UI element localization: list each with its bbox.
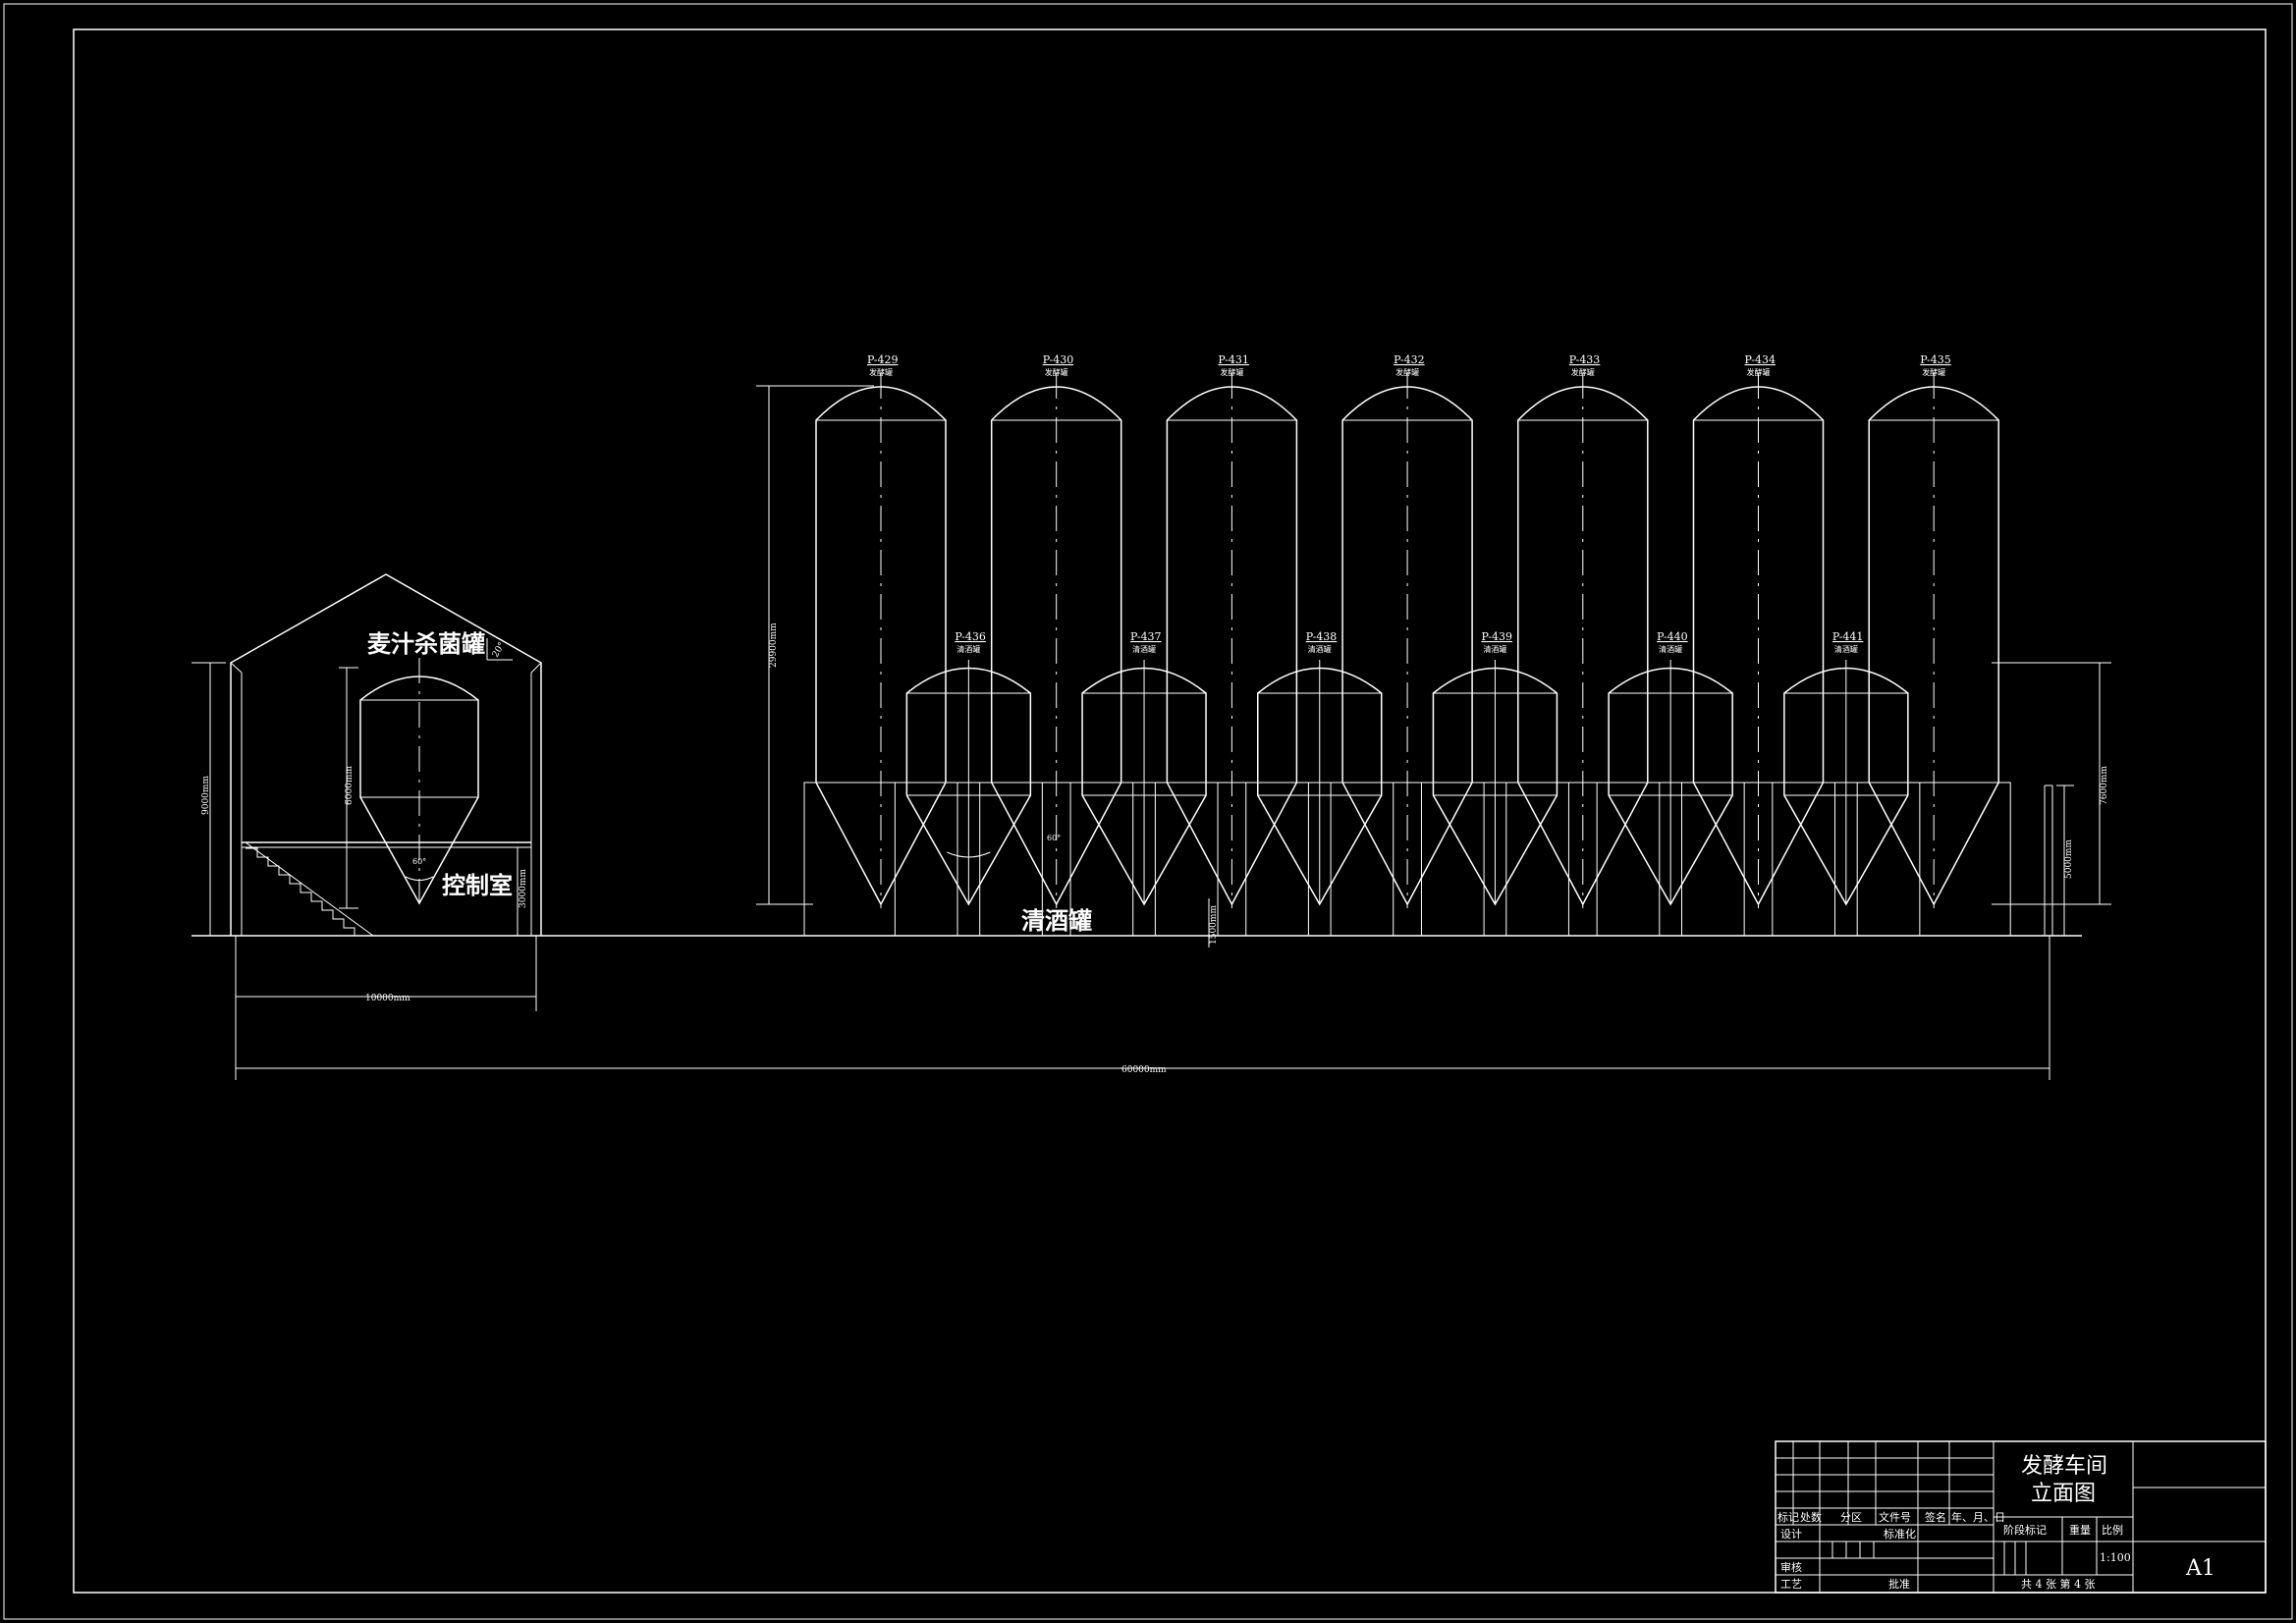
fermenter-code: P-435 [1920, 353, 1951, 366]
clear-tank-code: P-438 [1306, 630, 1338, 643]
tb-ratio-label: 比例 [2102, 1523, 2123, 1537]
fermenter-code: P-434 [1745, 353, 1777, 366]
clear-wine-tank-label: 清酒罐 [1021, 906, 1092, 935]
clear-tank-stand [1596, 782, 1745, 936]
fermenter-code: P-433 [1569, 353, 1601, 366]
clear-tank [1081, 667, 1207, 906]
fermenter-stand [1505, 782, 1661, 936]
clear-tank-code: P-439 [1481, 630, 1512, 643]
tb-hdr-count: 处数 [1800, 1511, 1822, 1524]
fermenter-stand [803, 782, 958, 936]
dim-roof-slope: 20° [491, 641, 508, 660]
clear-tank [1608, 667, 1733, 906]
fermenter-code: P-430 [1043, 353, 1074, 366]
sterilizer-tank-label: 麦汁杀菌罐 [367, 629, 485, 658]
angle-label-sterilizer: 60° [412, 857, 426, 866]
clear-tank-stand [1245, 782, 1394, 936]
tb-hdr-sign: 签名 [1925, 1510, 1946, 1524]
tb-hdr-zone: 分区 [1840, 1511, 1862, 1524]
clear-tank-code: P-440 [1657, 630, 1688, 643]
dim-bottom-gap: 1500mm [1209, 905, 1219, 945]
clear-tank [1432, 667, 1558, 906]
fermenter-tank [990, 386, 1122, 906]
fermenter-type: 发酵罐 [1571, 367, 1595, 377]
title-block [1775, 1440, 2267, 1594]
clear-tank-stand [894, 782, 1043, 936]
clear-tank-type: 清酒罐 [1483, 644, 1506, 654]
fermenter-type: 发酵罐 [1045, 367, 1068, 377]
fermenter-stand [1856, 782, 2011, 936]
fermenter-tank [1692, 386, 1825, 906]
clear-tank-type: 清酒罐 [1308, 644, 1332, 654]
dim-building-width: 10000mm [365, 994, 410, 1003]
fermenter-height-dimension [756, 385, 1210, 947]
dim-stand-height: 5000mm [2064, 839, 2074, 879]
tb-hdr-mark: 标记 [1777, 1510, 1799, 1524]
clear-tank [1257, 667, 1383, 906]
tb-standard: 标准化 [1884, 1527, 1916, 1541]
fermenter-type: 发酵罐 [1395, 367, 1419, 377]
fermenter-stand [979, 782, 1134, 936]
tb-design: 设计 [1780, 1528, 1802, 1541]
tb-sheets: 共 4 张 第 4 张 [2021, 1577, 2095, 1591]
fermenter-tank [1341, 386, 1473, 906]
fermenter-code: P-432 [1394, 353, 1425, 366]
clear-tank-code: P-436 [955, 630, 986, 643]
fermenter-tank [815, 386, 947, 906]
fermenter-type: 发酵罐 [1747, 367, 1771, 377]
tb-weight: 重量 [2069, 1523, 2091, 1537]
dim-total-length: 60000mm [1121, 1065, 1167, 1075]
tb-scale: 1:100 [2100, 1551, 2131, 1564]
tb-hdr-doc: 文件号 [1879, 1510, 1911, 1524]
control-room-label: 控制室 [442, 871, 513, 899]
tb-hdr-date: 年、月、日 [1951, 1510, 2005, 1524]
dim-building-height: 9000mm [201, 776, 211, 815]
fermenter-code: P-429 [867, 353, 899, 366]
tb-process: 工艺 [1780, 1578, 1802, 1591]
title-line2: 立面图 [2031, 1482, 2096, 1506]
clear-tank [1783, 667, 1909, 906]
dim-control-room-height: 3000mm [519, 869, 528, 908]
building-dimensions [191, 662, 2050, 1080]
clear-tank-stand [1069, 782, 1219, 936]
fermenter-type: 发酵罐 [1922, 367, 1945, 377]
tb-sheet-size: A1 [2185, 1556, 2215, 1581]
clear-tank-code: P-437 [1130, 630, 1162, 643]
title-line1: 发酵车间 [2021, 1454, 2107, 1479]
clear-tank-type: 清酒罐 [1132, 644, 1156, 654]
fermenter-tank [1868, 386, 1999, 906]
clear-tank-stand [1772, 782, 1921, 936]
fermenter-tank [1517, 386, 1649, 906]
sterilizer-building [230, 573, 542, 937]
fermenter-type: 发酵罐 [1220, 367, 1243, 377]
clear-tank-type: 清酒罐 [1834, 644, 1858, 654]
fermenter-tank [1166, 386, 1298, 906]
outer-border [3, 3, 2293, 1620]
clear-tank-type: 清酒罐 [1659, 644, 1682, 654]
fermenter-tank-row: P-429发酵罐P-430发酵罐P-431发酵罐P-432发酵罐P-433发酵罐… [803, 353, 2011, 936]
end-post [2044, 784, 2053, 936]
angle-label-clear: 60° [1047, 834, 1061, 842]
tb-approve: 批准 [1888, 1577, 1910, 1591]
fermenter-type: 发酵罐 [869, 367, 893, 377]
clear-tank-stand [1420, 782, 1569, 936]
dim-clear-tank-height: 7600mm [2100, 766, 2109, 805]
inner-border [73, 28, 2267, 1594]
dim-sterilizer-height: 6000mm [345, 766, 355, 805]
fermenter-stand [1681, 782, 1835, 936]
right-dimensions [1992, 662, 2111, 937]
clear-tank-angle-arc [947, 851, 991, 858]
clear-tank-type: 清酒罐 [957, 644, 980, 654]
tb-review: 审核 [1780, 1560, 1802, 1574]
clear-tank-code: P-441 [1832, 630, 1864, 643]
fermenter-stand [1330, 782, 1485, 936]
staircase [246, 847, 373, 937]
dim-fermenter-height: 29900mm [769, 622, 779, 668]
clear-tank [905, 667, 1032, 906]
fermenter-stand [1154, 782, 1309, 936]
fermenter-code: P-431 [1218, 353, 1249, 366]
tb-stage-mark: 阶段标记 [2003, 1523, 2047, 1537]
